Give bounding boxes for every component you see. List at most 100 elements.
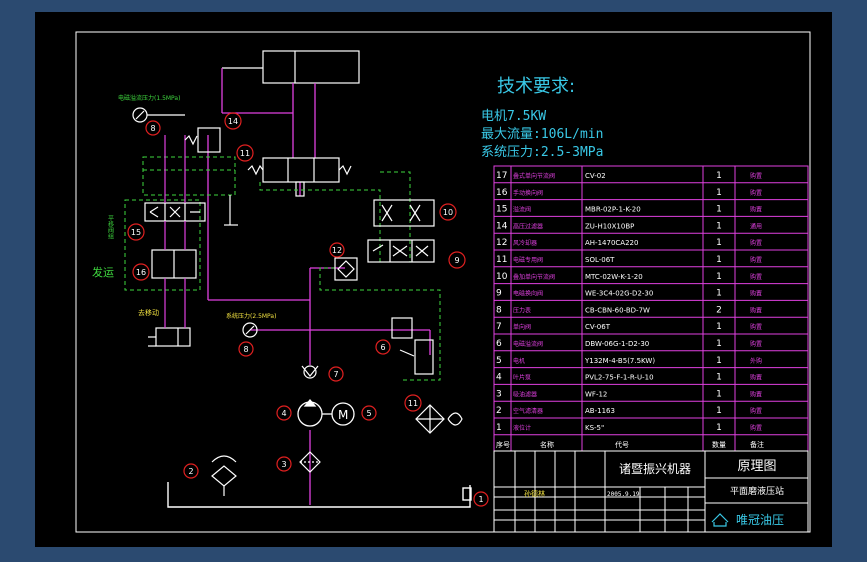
requirement-flow: 最大流量:106L/min — [481, 127, 604, 142]
bom-cell-name: 高压过滤器 — [513, 222, 543, 230]
suction-filter-3 — [299, 451, 321, 473]
valve-9 — [367, 239, 435, 263]
requirement-motor: 电机7.5KW — [481, 109, 547, 124]
bom-cell-no: 12 — [496, 238, 507, 248]
svg-text:7: 7 — [333, 370, 338, 379]
bom-cell-note: 购置 — [750, 424, 762, 432]
bom-cell-qty: 1 — [716, 221, 722, 231]
bom-cell-name: 压力表 — [513, 306, 531, 314]
bom-cell-note: 购置 — [750, 374, 762, 382]
bom-cell-name: 电磁换向阀 — [513, 290, 543, 298]
svg-text:M: M — [338, 408, 348, 422]
drawing-sheet — [35, 12, 832, 547]
bom-cell-name: 溢流阀 — [513, 206, 531, 214]
bom-cell-name: 电磁溢流阀 — [513, 340, 543, 348]
bom-cell-model: AB-1163 — [585, 407, 615, 415]
bom-cell-model: Y132M-4-B5(7.5KW) — [584, 357, 655, 365]
bom-cell-name: 单向阀 — [513, 323, 531, 331]
svg-text:9: 9 — [454, 256, 459, 265]
bom-cell-qty: 1 — [716, 171, 722, 181]
bom-cell-model: DBW-06G-1-D2-30 — [585, 340, 649, 348]
valve-11 — [247, 157, 352, 197]
svg-text:1: 1 — [478, 495, 483, 504]
bom-cell-model: WF-12 — [585, 390, 607, 398]
requirement-pressure: 系统压力:2.5-3MPa — [481, 145, 604, 160]
bom-cell-qty: 1 — [716, 255, 722, 265]
pump-4: M — [297, 398, 355, 427]
svg-text:8: 8 — [150, 124, 155, 133]
bom-cell-note: 购置 — [750, 323, 762, 331]
company-name: 诸暨振兴机器 — [619, 462, 691, 476]
bom-cell-note: 购置 — [750, 273, 762, 281]
pressure-lines — [207, 68, 431, 505]
bom-cell-name: 空气滤清器 — [513, 407, 543, 415]
bom-cell-name: 叠式单向节流阀 — [513, 172, 555, 180]
bom-header-no: 序号 — [496, 440, 510, 449]
bom-cell-no: 10 — [496, 272, 508, 282]
top-cylinder — [222, 50, 360, 84]
bom-cell-no: 17 — [496, 171, 507, 181]
gauge-label-2: 系统压力(2.5MPa) — [226, 312, 276, 320]
svg-text:16: 16 — [136, 268, 146, 277]
inner-border — [75, 31, 811, 533]
bom-cell-note: 购置 — [750, 256, 762, 264]
bom-cell-qty: 1 — [716, 289, 722, 299]
gauge-8-top — [132, 107, 185, 123]
svg-text:4: 4 — [281, 409, 286, 418]
drawing-date: 2005.9.19 — [607, 491, 640, 498]
move-label: 去移动 — [138, 308, 159, 317]
bom-cell-model: AH-1470CA220 — [585, 239, 638, 247]
bom-cell-note: 购置 — [750, 290, 762, 298]
bom-cell-name: 叠加单向节流阀 — [513, 273, 555, 281]
bom-cell-qty: 1 — [716, 423, 722, 433]
bom-cell-qty: 1 — [716, 373, 722, 383]
brand-logo-icon — [711, 513, 729, 527]
bom-cell-model: CV-06T — [585, 323, 611, 331]
bom-cell-model: SOL-06T — [585, 256, 615, 264]
bom-cell-note: 购置 — [750, 340, 762, 348]
bom-cell-no: 8 — [496, 305, 502, 315]
svg-text:11: 11 — [408, 399, 418, 408]
bom-cell-note: 购置 — [750, 390, 762, 398]
bom-cell-no: 16 — [496, 188, 508, 198]
svg-text:10: 10 — [443, 208, 453, 217]
drafter-name: 孙德林 — [524, 489, 545, 498]
title-block-grid — [493, 450, 809, 533]
bom-row-lines — [494, 182, 808, 436]
valve-stack-left — [144, 202, 206, 347]
bom-cell-model: MBR-02P-1-K-20 — [585, 206, 641, 214]
tank — [167, 482, 472, 508]
bom-cell-model: MTC-02W-K-1-20 — [585, 273, 643, 281]
fayun-label: 发运 — [92, 265, 114, 279]
callouts — [127, 112, 489, 507]
bom-cell-no: 15 — [496, 205, 507, 215]
bom-cell-name: 手动换向阀 — [513, 189, 543, 197]
svg-text:6: 6 — [380, 343, 385, 352]
bom-cell-model: CB-CBN-60-BD-7W — [585, 306, 650, 314]
svg-text:3: 3 — [281, 460, 286, 469]
bom-cell-model: PVL2-75-F-1-R-U-10 — [585, 374, 654, 382]
bom-table-grid — [493, 165, 809, 452]
bom-cell-name: 风冷却器 — [513, 239, 537, 247]
bom-cell-qty: 1 — [716, 389, 722, 399]
bom-cell-note: 购置 — [750, 239, 762, 247]
cooler-12 — [415, 404, 463, 434]
bom-cell-model: KS-5" — [585, 424, 604, 432]
bom-cell-note: 通用 — [750, 222, 762, 230]
bom-cell-model: CV-02 — [585, 172, 606, 180]
bom-cell-qty: 1 — [716, 322, 722, 332]
bom-cell-qty: 1 — [716, 356, 722, 366]
svg-text:5: 5 — [366, 409, 371, 418]
svg-text:15: 15 — [131, 228, 141, 237]
brand-name: 唯冠油压 — [736, 513, 784, 527]
drawing-title: 原理图 — [737, 459, 776, 474]
relief-valve-15 — [184, 127, 238, 226]
callout-numbers: 8 14 11 15 16 12 9 10 8 6 7 11 4 5 3 2 1 — [131, 117, 484, 504]
bom-cell-note: 购置 — [750, 306, 762, 314]
bom-cell-qty: 2 — [716, 305, 722, 315]
bom-cell-no: 9 — [496, 289, 502, 299]
bom-header-model: 代号 — [615, 440, 629, 449]
bom-cell-no: 7 — [496, 322, 502, 332]
bom-header-qty: 数量 — [712, 440, 726, 449]
bom-cell-no: 2 — [496, 406, 502, 416]
